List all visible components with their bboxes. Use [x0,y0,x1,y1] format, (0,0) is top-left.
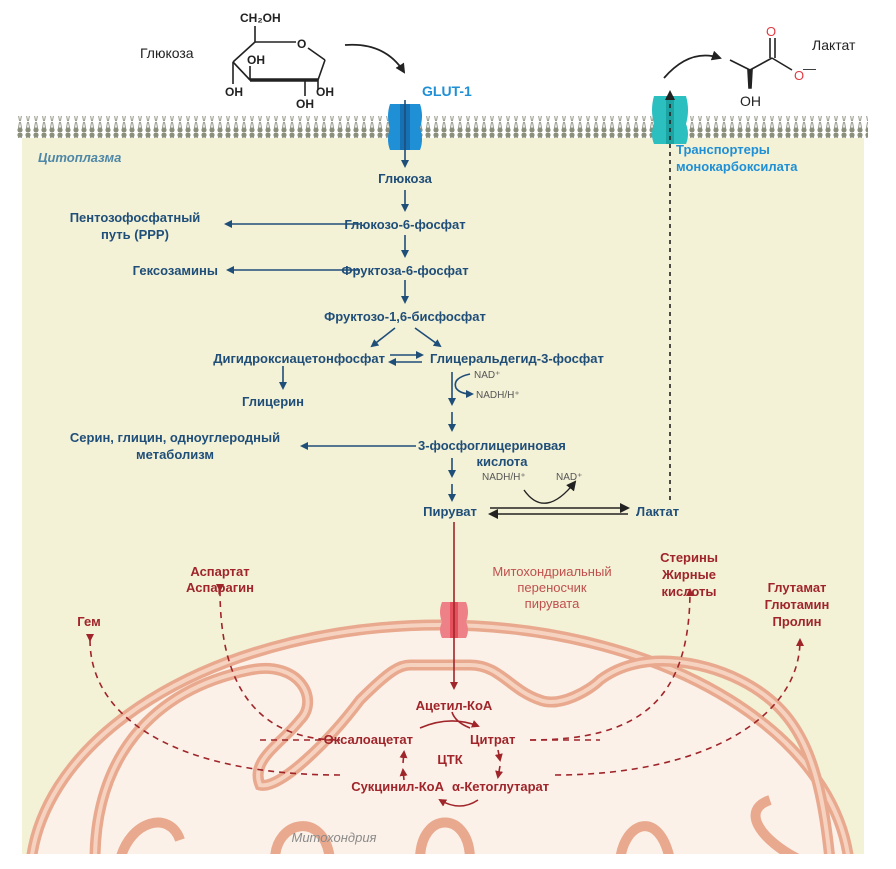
glut1-label: GLUT-1 [422,83,472,99]
step-3-phosphoglycerate: 3-фосфоглицериновая [418,438,566,453]
mct-label: монокарбоксилата [676,159,798,174]
mpc-label: пирувата [525,596,580,611]
mpc-label: Митохондриальный [492,564,611,579]
step-fructose-6-phosphate: Фруктоза-6-фосфат [341,263,468,278]
glucose-structure [232,26,326,96]
glycerol-label: Глицерин [242,394,304,409]
tca-cycle-arrows [399,711,504,807]
lactate-charge: — [803,61,816,76]
lactate-group-o-minus: O [794,68,804,83]
serine-label: Серин, глицин, одноуглеродный [70,430,280,445]
cytoplasm-label: Цитоплазма [38,150,121,165]
mitochondrion [26,619,854,854]
nadh-label: NADH/H⁺ [476,390,520,401]
lactate-group-oh: OH [740,93,761,109]
cell-membrane [16,116,868,138]
ppp-label: путь (PPP) [101,227,169,242]
mpc-label: переносчик [517,580,587,595]
glucose-group-oh: OH [225,85,243,99]
lactate-dehydrogenase-arrows [488,480,630,519]
hexosamines-label: Гексозамины [133,263,218,278]
glucose-group-oh: OH [296,97,314,111]
oxaloacetate-label: Оксалоацетат [324,732,413,747]
glucose-group-oh: OH [247,53,265,67]
dhap-label: Дигидроксиацетонфосфат [213,351,385,366]
citrate-label: Цитрат [470,732,515,747]
step-glucose: Глюкоза [378,171,432,186]
step-pyruvate: Пируват [423,504,477,519]
glutamate-label: Глутамат [768,580,827,595]
succinyl-coa-label: Сукцинил-КоА [351,779,444,794]
nad-plus-label: NAD⁺ [474,370,500,381]
aspartate-label: Аспартат [190,564,249,579]
serine-label: метаболизм [136,447,214,462]
sterols-label: Стерины [660,550,718,565]
nadh-label: NADH/H⁺ [482,472,526,483]
glucose-group-o: O [297,37,306,51]
step-glyceraldehyde-3-phosphate: Глицеральдегид-3-фосфат [430,351,604,366]
lactate-cytoplasm-label: Лактат [636,504,679,519]
fatty-acids-label: кислоты [662,584,717,599]
lactate-export-arrow [663,50,722,79]
alpha-ketoglutarate-label: α-Кетоглутарат [452,779,549,794]
biosynthesis-arrows [85,583,804,776]
mct-label: Транспортеры [676,142,770,157]
proline-label: Пролин [772,614,821,629]
ppp-label: Пентозофосфатный [70,210,201,225]
lactate-group-o: O [766,24,776,39]
glucose-group-oh: OH [316,85,334,99]
glucose-label: Глюкоза [140,45,194,61]
glycolysis-arrows [224,100,474,502]
lactate-structure [729,38,793,89]
fatty-acids-label: Жирные [661,567,716,582]
heme-label: Гем [77,614,100,629]
step-glucose-6-phosphate: Глюкозо-6-фосфат [344,217,465,232]
asparagine-label: Аспарагин [186,580,254,595]
glutamine-label: Глютамин [765,597,830,612]
acetyl-coa-label: Ацетил-КоА [416,698,493,713]
step-3-phosphoglycerate-line2: кислота [476,454,528,469]
step-fructose-1-6-bisphosphate: Фруктозо-1,6-бисфосфат [324,309,486,324]
glucose-group-ch2oh: CH₂OH [240,11,281,25]
nad-plus-label: NAD⁺ [556,472,582,483]
tca-label: ЦТК [437,752,462,767]
glucose-uptake-arrow [344,43,406,74]
mitochondria-label: Митохондрия [291,830,376,845]
lactate-extracellular-label: Лактат [812,37,856,53]
